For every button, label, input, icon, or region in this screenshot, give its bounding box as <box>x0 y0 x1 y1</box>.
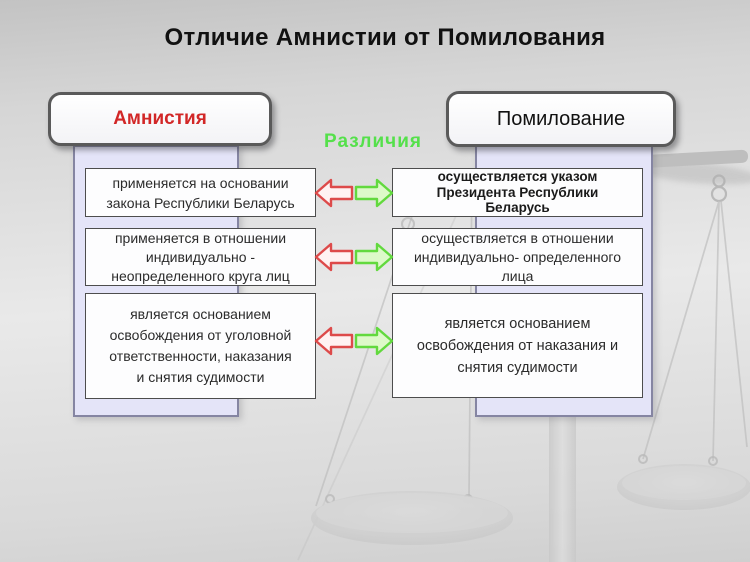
amnesty-row-1: применяется на основании закона Республи… <box>85 168 316 217</box>
pardon-row-3: является основанием освобождения от нака… <box>392 293 643 398</box>
arrow-left-red-icon <box>314 242 354 272</box>
amnesty-header-label: Амнистия <box>113 108 207 129</box>
amnesty-header-box: Амнистия <box>48 92 272 146</box>
pardon-header-box: Помилование <box>446 91 676 147</box>
page-title: Отличие Амнистии от Помилования <box>164 24 606 51</box>
arrow-right-green-icon <box>354 242 394 272</box>
scale-pan-left <box>311 491 513 545</box>
arrow-right-green-icon <box>354 326 394 356</box>
arrow-right-green-icon <box>354 178 394 208</box>
pardon-row-2: осуществляется в отношении индивидуально… <box>392 228 643 286</box>
scale-pan-right <box>617 464 750 510</box>
beam-shadow <box>635 161 750 185</box>
arrow-left-red-icon <box>314 178 354 208</box>
pardon-row-1: осуществляется указом Президента Республ… <box>392 168 643 217</box>
comparison-arrows-row-1 <box>314 178 394 208</box>
amnesty-row-2: применяется в отношении индивидуально - … <box>85 228 316 286</box>
differences-label: Различия <box>324 131 422 152</box>
comparison-arrows-row-2 <box>314 242 394 272</box>
pardon-header-label: Помилование <box>496 107 626 130</box>
arrow-left-red-icon <box>314 326 354 356</box>
amnesty-row-3: является основанием освобождения от угол… <box>85 293 316 399</box>
comparison-arrows-row-3 <box>314 326 394 356</box>
